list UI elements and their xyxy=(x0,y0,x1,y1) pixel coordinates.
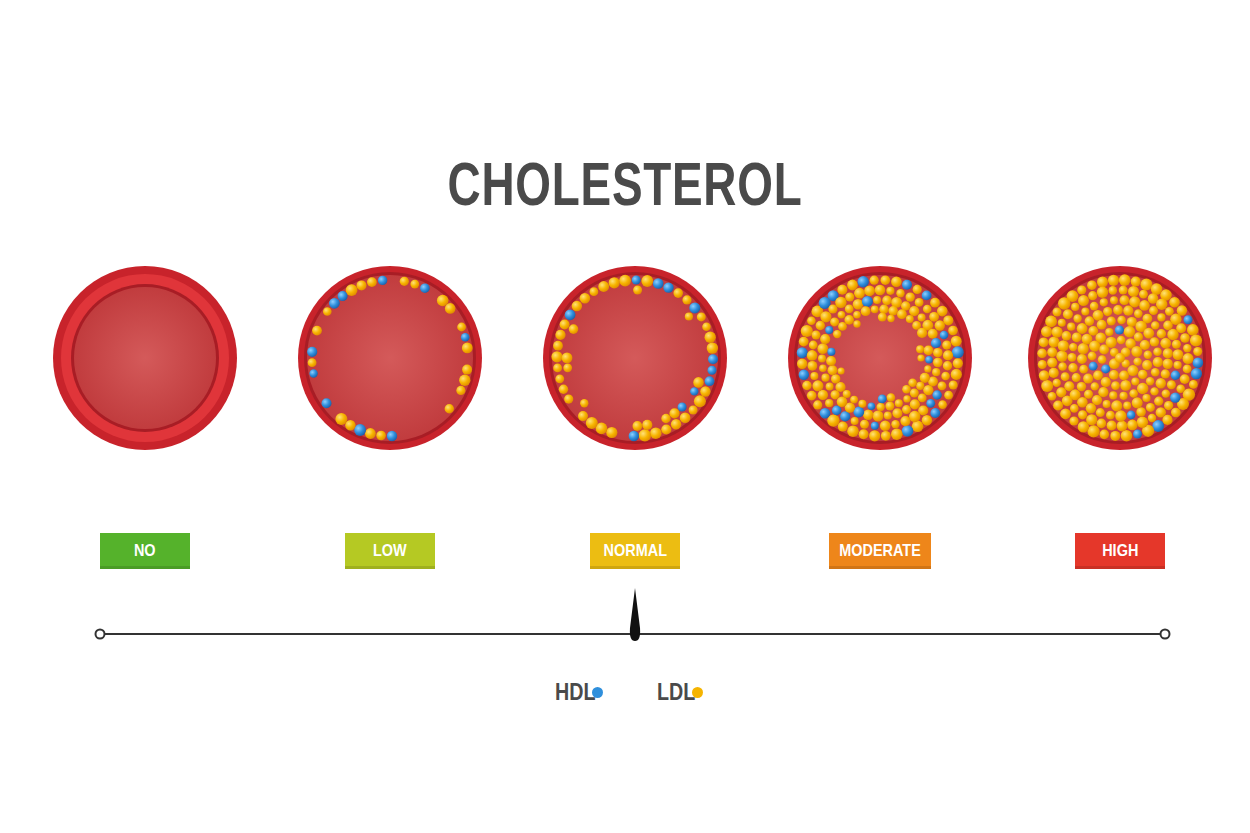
legend-item: HDL xyxy=(555,678,603,706)
legend-label: LDL xyxy=(657,678,689,706)
diagram-title: CHOLESTEROL xyxy=(448,148,803,219)
level-badge: MODERATE xyxy=(829,533,931,569)
level-badge: NO xyxy=(100,533,190,569)
vessel-normal xyxy=(543,266,727,450)
level-label: NORMAL xyxy=(603,541,666,561)
level-label: LOW xyxy=(373,541,407,561)
level-label: MODERATE xyxy=(839,541,921,561)
legend-swatch xyxy=(592,687,603,698)
level-label: NO xyxy=(134,541,156,561)
vessel-low xyxy=(298,266,482,450)
level-label: HIGH xyxy=(1102,541,1138,561)
level-badge: LOW xyxy=(345,533,435,569)
vessel-high xyxy=(1028,266,1212,450)
scale-pointer xyxy=(630,588,640,641)
vessel-clean xyxy=(53,266,237,450)
vessel-moderate xyxy=(788,266,972,450)
legend-label: HDL xyxy=(555,678,589,706)
legend-item: LDL xyxy=(657,678,703,706)
level-badge: NORMAL xyxy=(590,533,680,569)
level-badge: HIGH xyxy=(1075,533,1165,569)
legend-swatch xyxy=(692,687,703,698)
